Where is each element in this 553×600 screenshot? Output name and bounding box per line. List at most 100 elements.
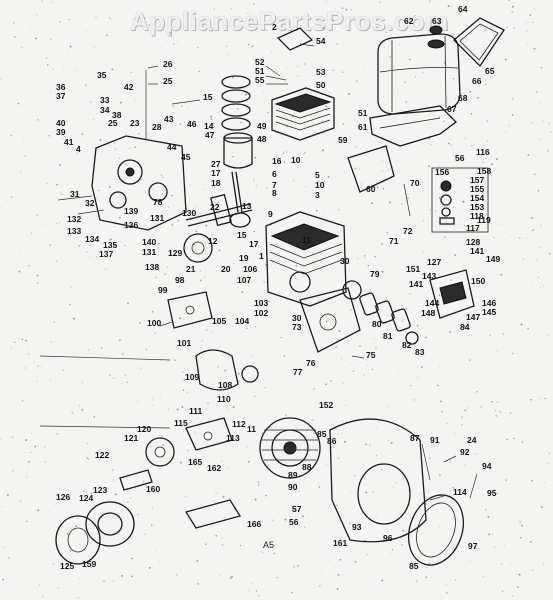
- speckle-dot: [404, 539, 406, 540]
- part-number-label: 67: [447, 104, 457, 114]
- top-plate[interactable]: [276, 27, 315, 51]
- speckle-dot: [323, 209, 326, 211]
- crankcase-cover[interactable]: [91, 135, 187, 231]
- carburetor-parts[interactable]: [431, 167, 489, 233]
- speckle-dot: [387, 439, 390, 441]
- speckle-dot: [4, 129, 6, 130]
- speckle-dot: [543, 285, 545, 287]
- speckle-dot: [503, 544, 505, 546]
- speckle-dot: [273, 33, 275, 34]
- speckle-dot: [388, 462, 390, 464]
- drive-shaft[interactable]: [119, 469, 153, 491]
- speckle-dot: [349, 491, 351, 493]
- speckle-dot: [90, 101, 92, 103]
- speckle-dot: [121, 382, 123, 385]
- speckle-dot: [181, 370, 184, 373]
- muffler-guard[interactable]: [347, 145, 395, 193]
- speckle-dot: [536, 259, 538, 261]
- speckle-dot: [195, 230, 198, 233]
- blower-housing[interactable]: [329, 418, 427, 543]
- fuel-cap[interactable]: [429, 25, 443, 35]
- part-number-label: 11: [247, 424, 256, 434]
- speckle-dot: [150, 446, 152, 448]
- drive-pulley[interactable]: [85, 501, 135, 547]
- piston[interactable]: [223, 132, 253, 169]
- speckle-dot: [297, 565, 299, 567]
- speckle-dot: [164, 273, 167, 275]
- speckle-dot: [360, 109, 363, 112]
- connecting-rod[interactable]: [229, 171, 251, 228]
- speckle-dot: [527, 33, 529, 35]
- ignition-points[interactable]: [185, 417, 233, 451]
- speckle-dot: [438, 166, 441, 168]
- starter-assembly[interactable]: [195, 349, 259, 391]
- speckle-dot: [81, 408, 84, 411]
- speckle-dot: [315, 209, 318, 212]
- speckle-dot: [325, 464, 327, 466]
- speckle-dot: [404, 81, 406, 83]
- part-number-label: 136: [124, 220, 138, 230]
- speckle-dot: [296, 324, 298, 326]
- speckle-dot: [439, 474, 441, 477]
- speckle-dot: [126, 381, 128, 383]
- speckle-dot: [325, 0, 327, 2]
- speckle-dot: [0, 438, 1, 441]
- governor-plate[interactable]: [167, 291, 213, 329]
- speckle-dot: [18, 270, 21, 273]
- piston-rings[interactable]: [221, 75, 251, 131]
- speckle-dot: [50, 341, 52, 343]
- speckle-dot: [317, 447, 319, 449]
- speckle-dot: [265, 494, 267, 497]
- intake-gaskets[interactable]: [342, 280, 419, 345]
- speckle-dot: [361, 183, 363, 185]
- speckle-dot: [10, 347, 12, 349]
- speckle-dot: [542, 562, 545, 565]
- foam-pad[interactable]: [184, 499, 242, 529]
- side-cover[interactable]: [299, 287, 361, 353]
- speckle-dot: [279, 191, 280, 192]
- speckle-dot: [390, 305, 392, 307]
- speckle-dot: [322, 27, 325, 29]
- speckle-dot: [490, 26, 492, 28]
- air-filter-frame[interactable]: [453, 17, 505, 68]
- speckle-dot: [540, 224, 542, 227]
- speckle-dot: [108, 186, 111, 188]
- fuel-tank[interactable]: [377, 33, 461, 115]
- tank-bracket[interactable]: [369, 105, 457, 147]
- engine-block[interactable]: [265, 211, 347, 307]
- part-number-label: 98: [175, 275, 185, 285]
- part-number-label: 18: [211, 178, 221, 188]
- speckle-dot: [215, 117, 217, 118]
- speckle-dot: [257, 484, 260, 486]
- speckle-dot: [409, 292, 411, 295]
- speckle-dot: [2, 546, 4, 548]
- speckle-dot: [111, 122, 113, 124]
- pulley-housing[interactable]: [55, 515, 101, 565]
- speckle-dot: [177, 40, 178, 42]
- speckle-dot: [382, 554, 384, 555]
- speckle-dot: [112, 377, 115, 379]
- speckle-dot: [401, 320, 404, 322]
- drive-gear[interactable]: [145, 437, 175, 467]
- speckle-dot: [443, 102, 445, 104]
- crankshaft[interactable]: [185, 193, 253, 227]
- cam-gear[interactable]: [183, 233, 213, 263]
- speckle-dot: [161, 0, 163, 1]
- part-number-label: 88: [302, 462, 312, 472]
- speckle-dot: [319, 585, 321, 587]
- speckle-dot: [116, 573, 118, 575]
- cylinder-head[interactable]: [271, 87, 335, 141]
- rotating-screen[interactable]: [399, 487, 472, 572]
- speckle-dot: [492, 310, 495, 313]
- speckle-dot: [134, 146, 136, 148]
- speckle-dot: [514, 1, 515, 3]
- speckle-dot: [496, 401, 499, 404]
- flywheel[interactable]: [259, 417, 321, 479]
- speckle-dot: [509, 484, 511, 485]
- speckle-dot: [345, 255, 347, 257]
- speckle-dot: [114, 148, 117, 150]
- speckle-dot: [313, 432, 315, 434]
- speckle-dot: [195, 206, 197, 208]
- carburetor-body[interactable]: [429, 269, 475, 319]
- speckle-dot: [295, 264, 298, 267]
